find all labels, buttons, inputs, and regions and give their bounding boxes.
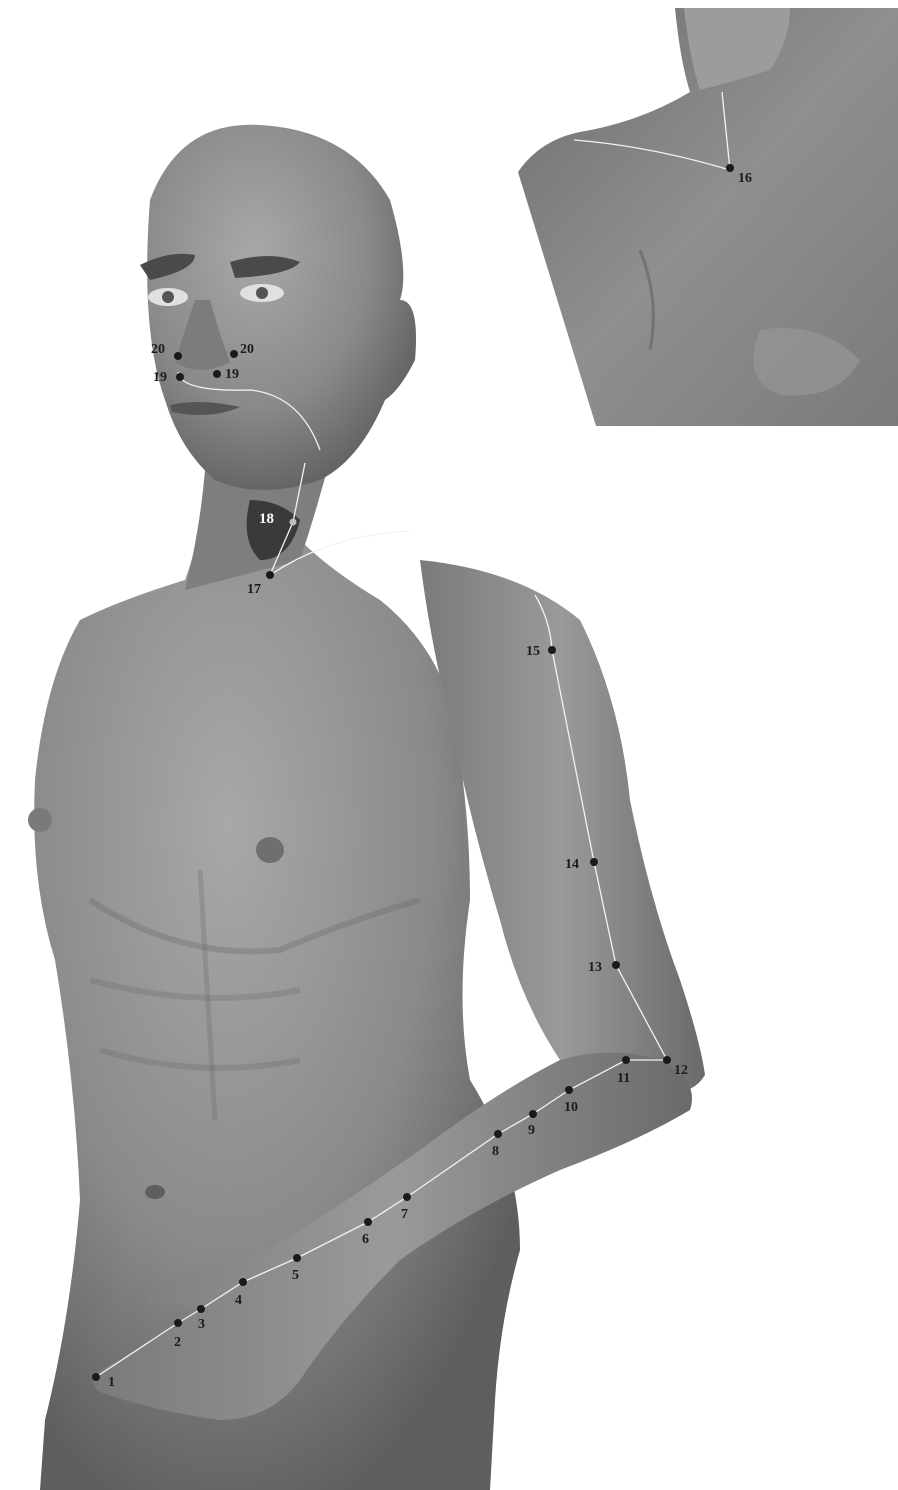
acupoint-p20a-label: 20	[151, 342, 165, 357]
acupoint-p2-marker	[174, 1319, 182, 1327]
acupoint-p1-marker	[92, 1373, 100, 1381]
acupoint-p14-marker	[590, 858, 598, 866]
acupoint-p12-marker	[663, 1056, 671, 1064]
acupoint-p10-label: 10	[564, 1100, 578, 1115]
acupoint-p6-label: 6	[362, 1232, 369, 1247]
acupoint-p5-marker	[293, 1254, 301, 1262]
acupoint-p9-label: 9	[528, 1123, 535, 1138]
acupoint-p15-label: 15	[526, 644, 540, 659]
acupoint-p16-label: 16	[738, 171, 752, 186]
acupoint-p2-label: 2	[174, 1335, 181, 1350]
acupoint-p11-marker	[622, 1056, 630, 1064]
acupoint-p8-marker	[494, 1130, 502, 1138]
acupoint-p9-marker	[529, 1110, 537, 1118]
acupoint-p13-marker	[612, 961, 620, 969]
acupoint-p20b-marker	[230, 350, 238, 358]
acupoint-p5-label: 5	[292, 1268, 299, 1283]
acupoint-p15-marker	[548, 646, 556, 654]
acupoint-p7-label: 7	[401, 1207, 408, 1222]
acupoint-p18-marker	[290, 519, 297, 526]
acupoint-p18-label: 18	[259, 511, 274, 527]
acupoint-p19b-marker	[213, 370, 221, 378]
acupoint-p16-marker	[726, 164, 734, 172]
acupoint-p10-marker	[565, 1086, 573, 1094]
acupoint-p17-marker	[266, 571, 274, 579]
acupoint-p4-marker	[239, 1278, 247, 1286]
acupoint-p19a-label: 19	[153, 370, 167, 385]
acupoint-p11-label: 11	[617, 1071, 630, 1086]
head	[140, 125, 416, 490]
acupoint-p6-marker	[364, 1218, 372, 1226]
acupoint-p14-label: 14	[565, 857, 579, 872]
acupoint-p1-label: 1	[108, 1375, 115, 1390]
acupoint-p19a-marker	[176, 373, 184, 381]
acupoint-p20b-label: 20	[240, 342, 254, 357]
acupoint-p3-marker	[197, 1305, 205, 1313]
acupoint-p4-label: 4	[235, 1293, 242, 1308]
acupoint-p12-label: 12	[674, 1063, 688, 1078]
acupoint-p7-marker	[403, 1193, 411, 1201]
acupoint-p17-label: 17	[247, 582, 261, 597]
back-inset	[518, 8, 898, 426]
acupoint-p8-label: 8	[492, 1144, 499, 1159]
acupoint-p20a-marker	[174, 352, 182, 360]
acupoint-p13-label: 13	[588, 960, 602, 975]
acupoint-p3-label: 3	[198, 1317, 205, 1332]
acupoint-p19b-label: 19	[225, 367, 239, 382]
